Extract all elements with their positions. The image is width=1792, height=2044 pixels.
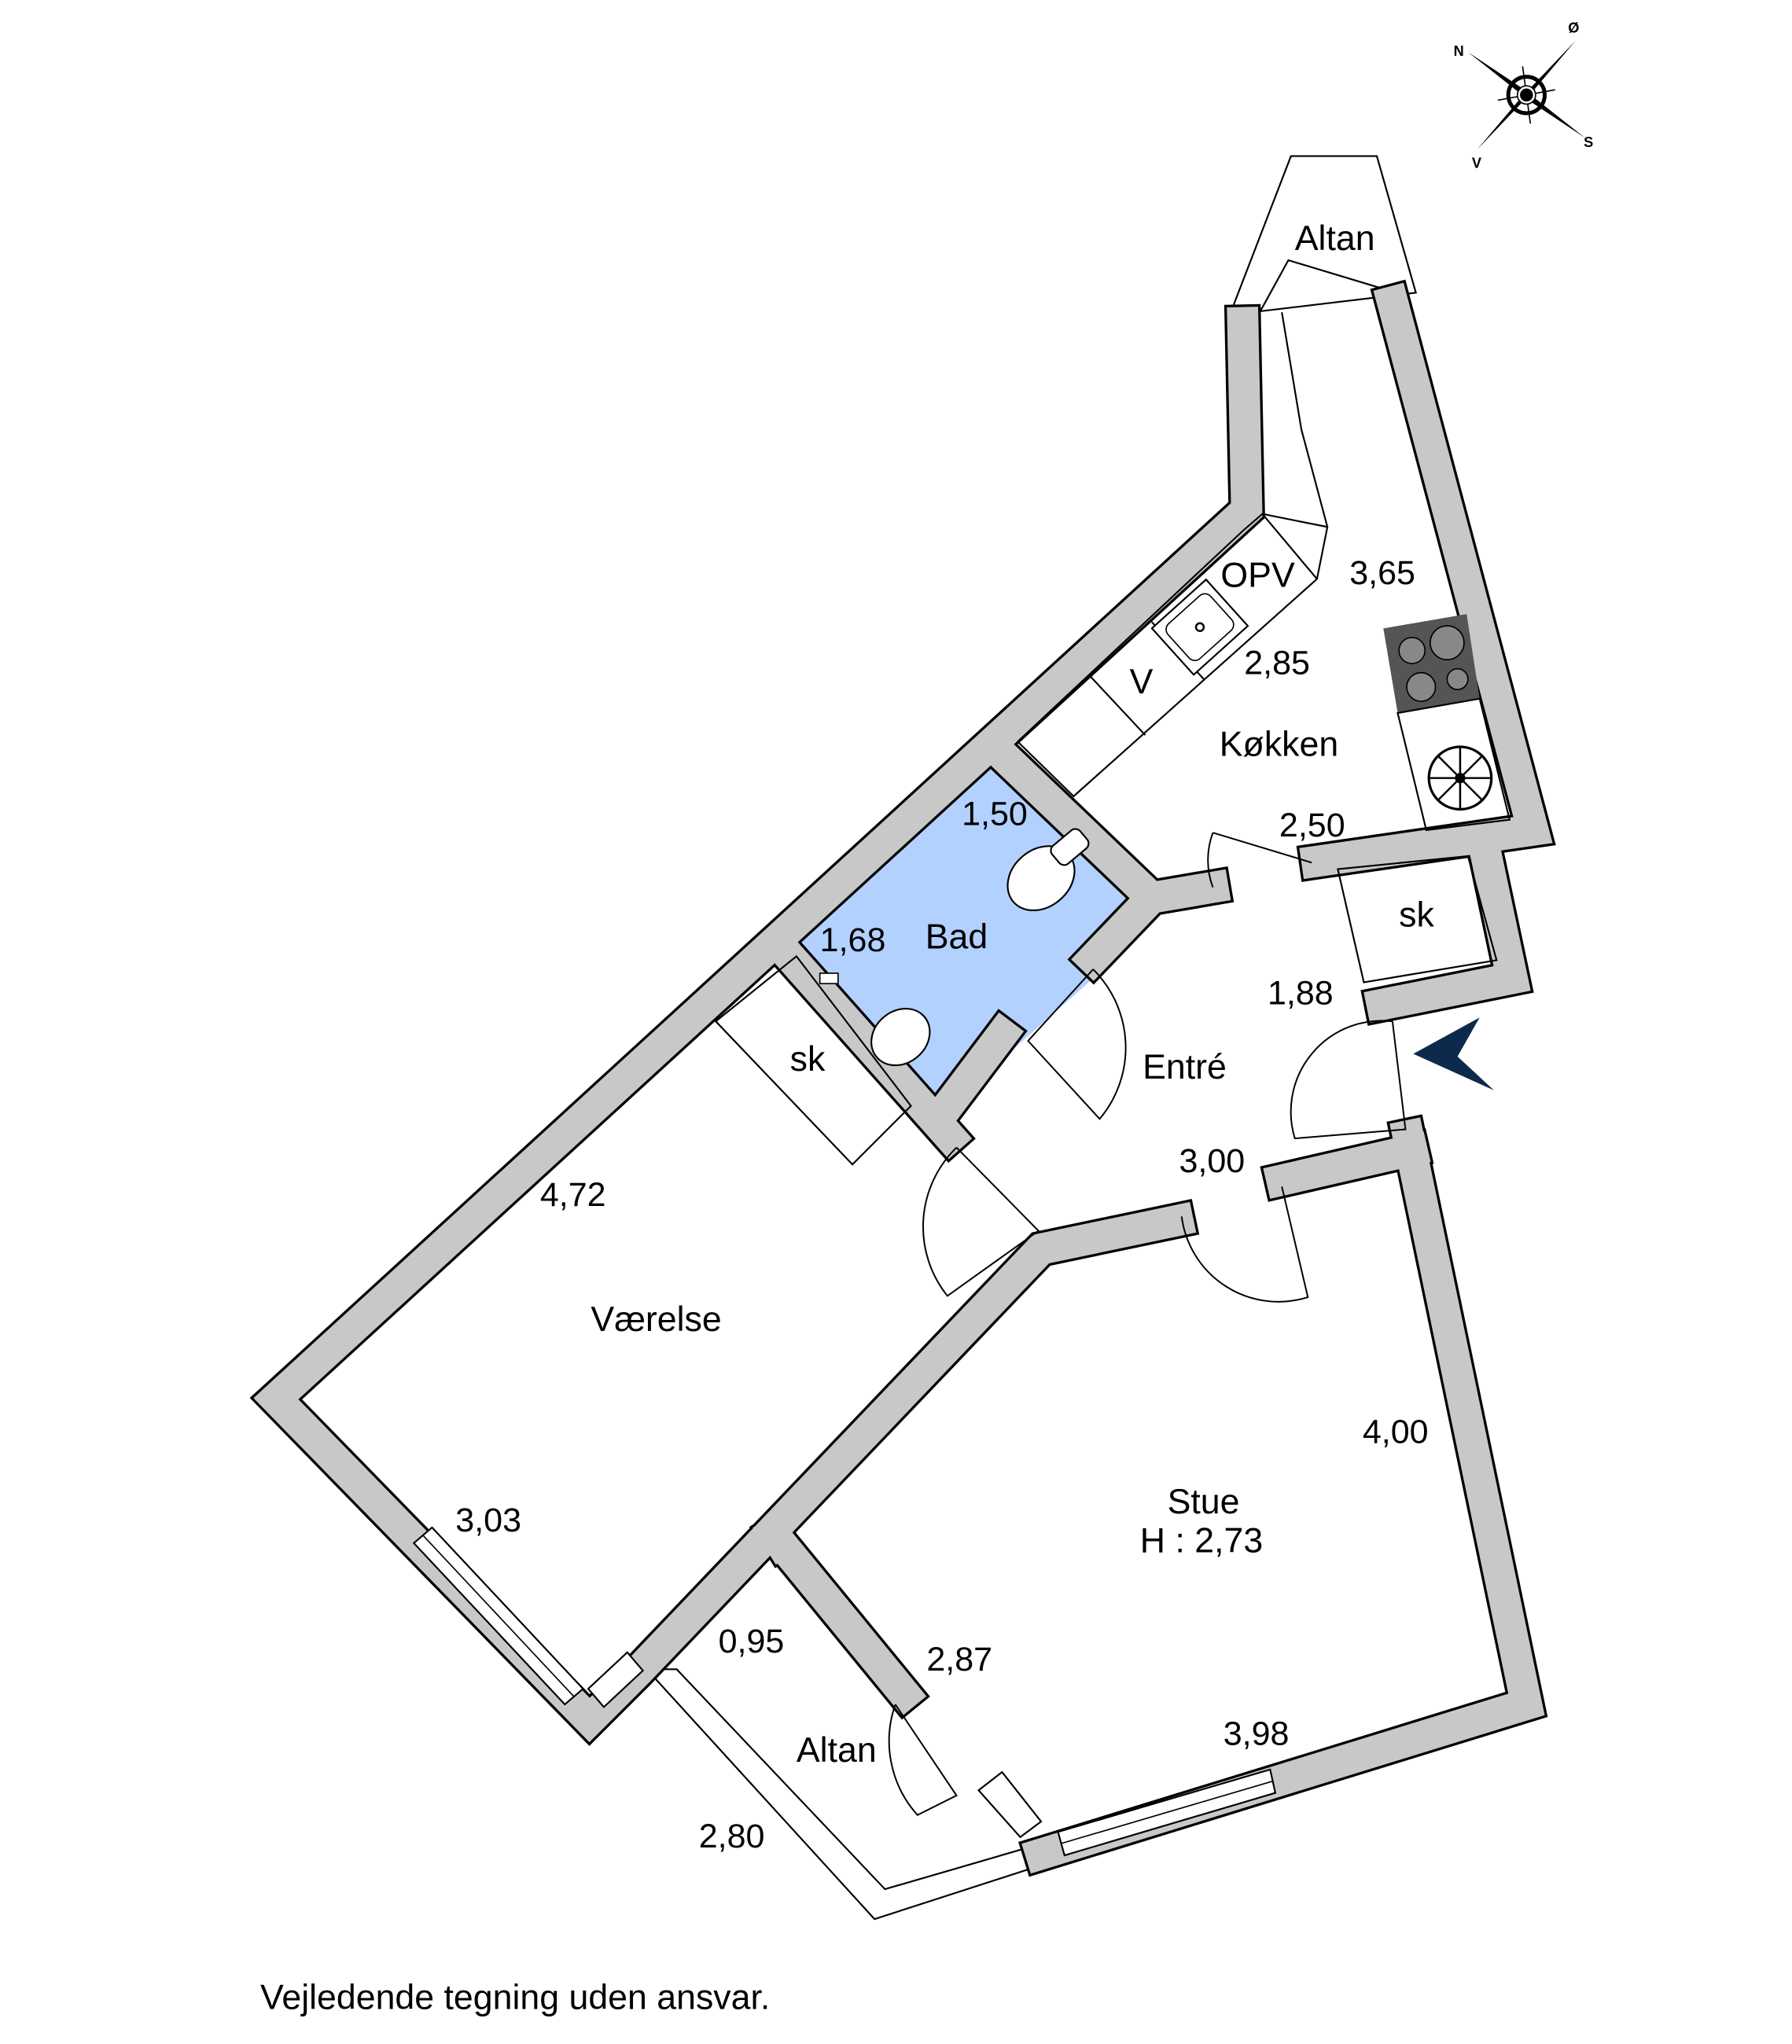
walls <box>249 279 1556 1877</box>
compass-east: Ø <box>1568 20 1579 35</box>
label-v: V <box>1130 663 1154 701</box>
sk-entry-box <box>1337 855 1498 983</box>
dim-vaerelse-width: 3,03 <box>455 1502 521 1539</box>
appliance-box <box>1396 697 1511 832</box>
dim-kitchen-width-top: 2,85 <box>1244 644 1310 682</box>
sink-icon <box>1150 578 1249 676</box>
label-sk-entry: sk <box>1399 895 1434 934</box>
label-entre: Entré <box>1143 1048 1227 1086</box>
kitchen-wall-line <box>1281 312 1329 528</box>
label-vaerelse: Værelse <box>591 1300 721 1339</box>
dim-kitchen-width-bottom: 2,50 <box>1279 807 1345 844</box>
label-stue: Stue <box>1168 1483 1240 1521</box>
counter-divider <box>1261 513 1318 580</box>
label-altan-top: Altan <box>1295 219 1375 258</box>
top-balcony <box>1228 155 1418 316</box>
dim-bad-width: 1,50 <box>962 795 1028 833</box>
window-altan-door <box>587 1651 1043 1839</box>
dim-entre-width: 3,00 <box>1179 1142 1245 1180</box>
washbasin-icon <box>870 1007 931 1067</box>
dim-stue-length: 4,00 <box>1363 1413 1429 1450</box>
window-vaerelse <box>412 1526 585 1706</box>
dim-altan-width: 0,95 <box>719 1623 785 1660</box>
disclaimer-text: Vejledende tegning uden ansvar. <box>260 1978 770 2016</box>
dim-bad-length: 1,68 <box>820 921 886 959</box>
entrance-arrow-icon <box>1413 1017 1494 1090</box>
window-stue <box>1057 1768 1277 1857</box>
compass-west: V <box>1472 155 1481 171</box>
sk-room-box <box>714 954 912 1166</box>
toilet-icon <box>1006 828 1090 912</box>
dim-vaerelse-length: 4,72 <box>540 1176 606 1214</box>
dimension-labels: 3,65 2,85 2,50 1,50 1,68 1,88 3,00 4,72 … <box>455 554 1428 1855</box>
label-bad: Bad <box>925 917 988 956</box>
stove-icon <box>1383 614 1480 713</box>
room-labels: Altan OPV V Køkken Bad sk sk Entré Værel… <box>591 219 1434 1770</box>
dim-stue-width: 3,98 <box>1223 1715 1290 1752</box>
label-kitchen: Køkken <box>1220 726 1338 764</box>
top-balcony-inner <box>1259 259 1384 313</box>
label-sk-room: sk <box>790 1040 826 1079</box>
fan-icon <box>1427 745 1493 811</box>
compass-icon: N Ø S V <box>1454 20 1594 171</box>
compass-north: N <box>1454 43 1464 59</box>
counter-divider <box>1090 675 1146 736</box>
dim-stue-side: 2,87 <box>926 1641 992 1678</box>
dim-kitchen-length: 3,65 <box>1349 554 1415 592</box>
compass-south: S <box>1584 134 1593 150</box>
label-opv: OPV <box>1220 556 1295 594</box>
dim-entre-length: 1,88 <box>1268 975 1334 1013</box>
label-stue-height: H : 2,73 <box>1140 1521 1263 1560</box>
doors <box>888 832 1407 1816</box>
dim-altan-length: 2,80 <box>699 1818 765 1855</box>
label-altan-bottom: Altan <box>797 1731 877 1770</box>
tap-icon <box>819 972 839 985</box>
